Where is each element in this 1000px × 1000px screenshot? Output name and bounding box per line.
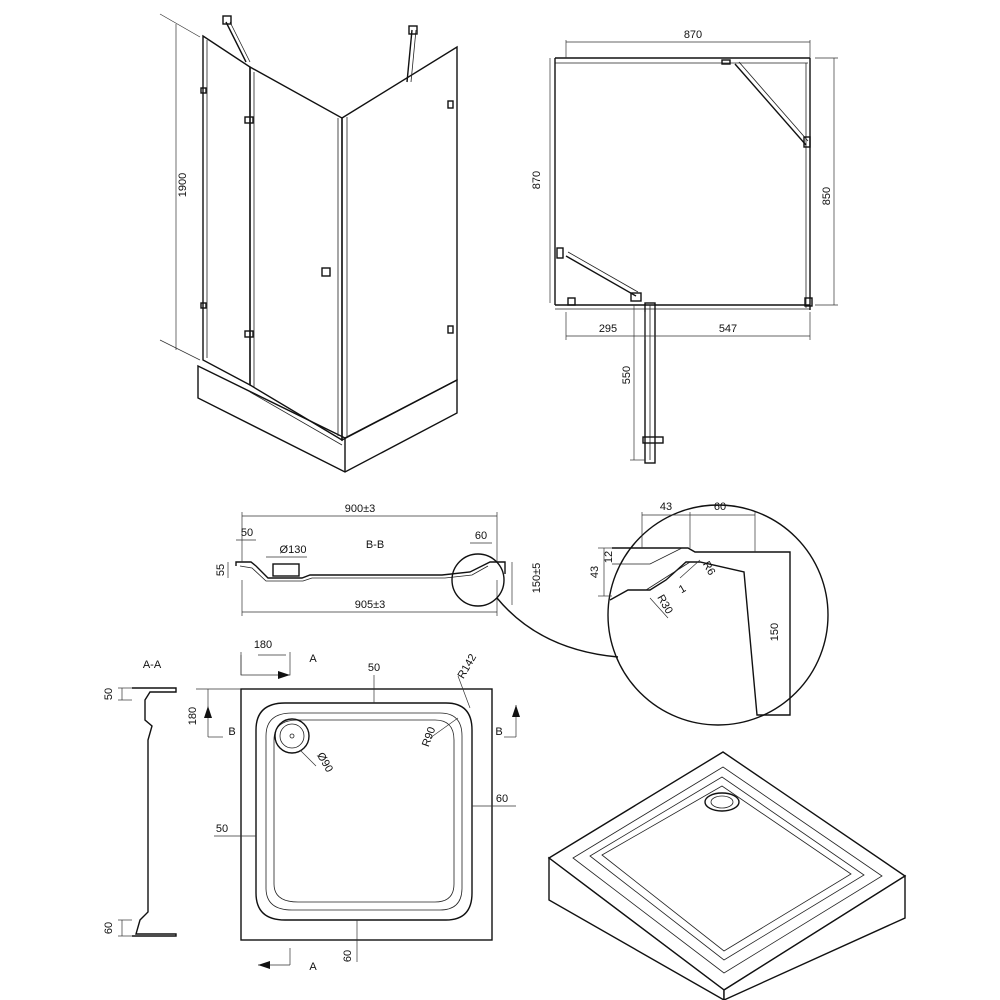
wall-bracket-icon [222,15,232,25]
right-rim-label: 60 [496,793,508,805]
hinge-icon [630,292,642,302]
offset-side-label: 180 [187,707,199,725]
open-door-panel [644,302,656,464]
detail-circle [607,504,829,726]
overall-bottom-label: 905±3 [355,599,386,611]
door-swing-label: 550 [621,366,633,384]
door-panel [249,65,343,442]
top-view: 870 870 850 295 547 550 [531,29,838,464]
tray-front-right-face [723,874,906,1000]
top-depth-label: 870 [531,171,543,189]
tray-plan: 180 A A 180 B B 50 R142 R90 Ø90 50 60 60 [187,639,520,973]
section-a-marker-top: A [309,653,317,665]
detail-top-a-label: 43 [660,501,672,513]
detail-height-label: 150 [769,623,781,641]
detail-profile [609,547,791,716]
support-bar-left [565,255,637,297]
right-panel [341,45,458,442]
detail-leader-line [496,597,619,658]
left-fixed-panel [202,34,251,387]
door-handle-icon [321,267,331,277]
hinge-icon [447,325,454,334]
wall-bracket-icon [408,25,418,35]
hinge-icon [200,302,207,309]
hinge-icon [804,297,813,307]
section-bb: B-B 900±3 905±3 50 Ø130 60 55 150±5 [215,503,619,658]
left-rim-label: 50 [216,823,228,835]
enclosure-tray-base [197,364,458,473]
section-aa: A-A 50 60 [103,659,177,937]
detail-left-a-label: 12 [603,551,615,563]
top-side-label: 850 [821,187,833,205]
left-segment-label: 295 [599,323,617,335]
outer-radius-label: R142 [456,652,480,681]
tray-profile [235,561,506,579]
inner-radius-label: R90 [420,725,438,748]
tray-inner-rim [255,702,473,921]
tray-front-left-face [548,856,725,1000]
detail-top-b-label: 60 [714,501,726,513]
wall-bracket-icon [556,247,564,259]
section-b-marker-left: B [228,726,235,738]
detail-view: 43 60 12 43 R6 R30 1 150 [589,501,829,726]
support-bar-left [225,21,247,63]
aa-top-label: 50 [103,688,115,700]
left-height-label: 55 [215,564,227,576]
hinge-icon [567,297,576,306]
isometric-enclosure: 1900 [159,13,458,473]
detail-r30-label: R30 [654,593,674,616]
drain-icon [704,792,740,812]
top-width-label: 870 [684,29,702,41]
tray-outline [240,688,493,941]
section-bb-title: B-B [366,539,384,551]
door-handle-icon [642,436,664,444]
drain-diameter-label: Ø90 [314,750,335,774]
drain-diameter-label: Ø130 [280,544,307,556]
hinge-icon [244,116,254,124]
right-rim-label: 60 [475,530,487,542]
right-segment-label: 547 [719,323,737,335]
aa-profile [132,687,177,937]
left-rim-label: 50 [241,527,253,539]
support-bar-right [406,29,413,83]
aa-bottom-label: 60 [103,922,115,934]
isometric-tray [547,751,907,1000]
overall-top-label: 900±3 [345,503,376,515]
hinge-icon [200,87,207,94]
hinge-icon [447,100,454,109]
tray-top-surface [547,751,907,991]
hinge-icon [244,330,254,338]
section-b-marker-right: B [495,726,502,738]
enclosure-height-label: 1900 [177,173,189,197]
detail-slope-label: 1 [677,583,688,596]
wall-bracket-icon [721,59,731,65]
drain-outline [272,563,300,577]
top-rim-label: 50 [368,662,380,674]
detail-left-b-label: 43 [589,566,601,578]
section-aa-title: A-A [143,659,162,671]
offset-top-label: 180 [254,639,272,651]
right-height-label: 150±5 [531,563,543,594]
support-bar-top [734,63,807,146]
drain-icon [274,718,310,754]
wall-bracket-icon [803,136,811,148]
section-a-marker-bottom: A [309,961,317,973]
detail-callout-circle [451,553,505,607]
bottom-rim-label: 60 [342,950,354,962]
